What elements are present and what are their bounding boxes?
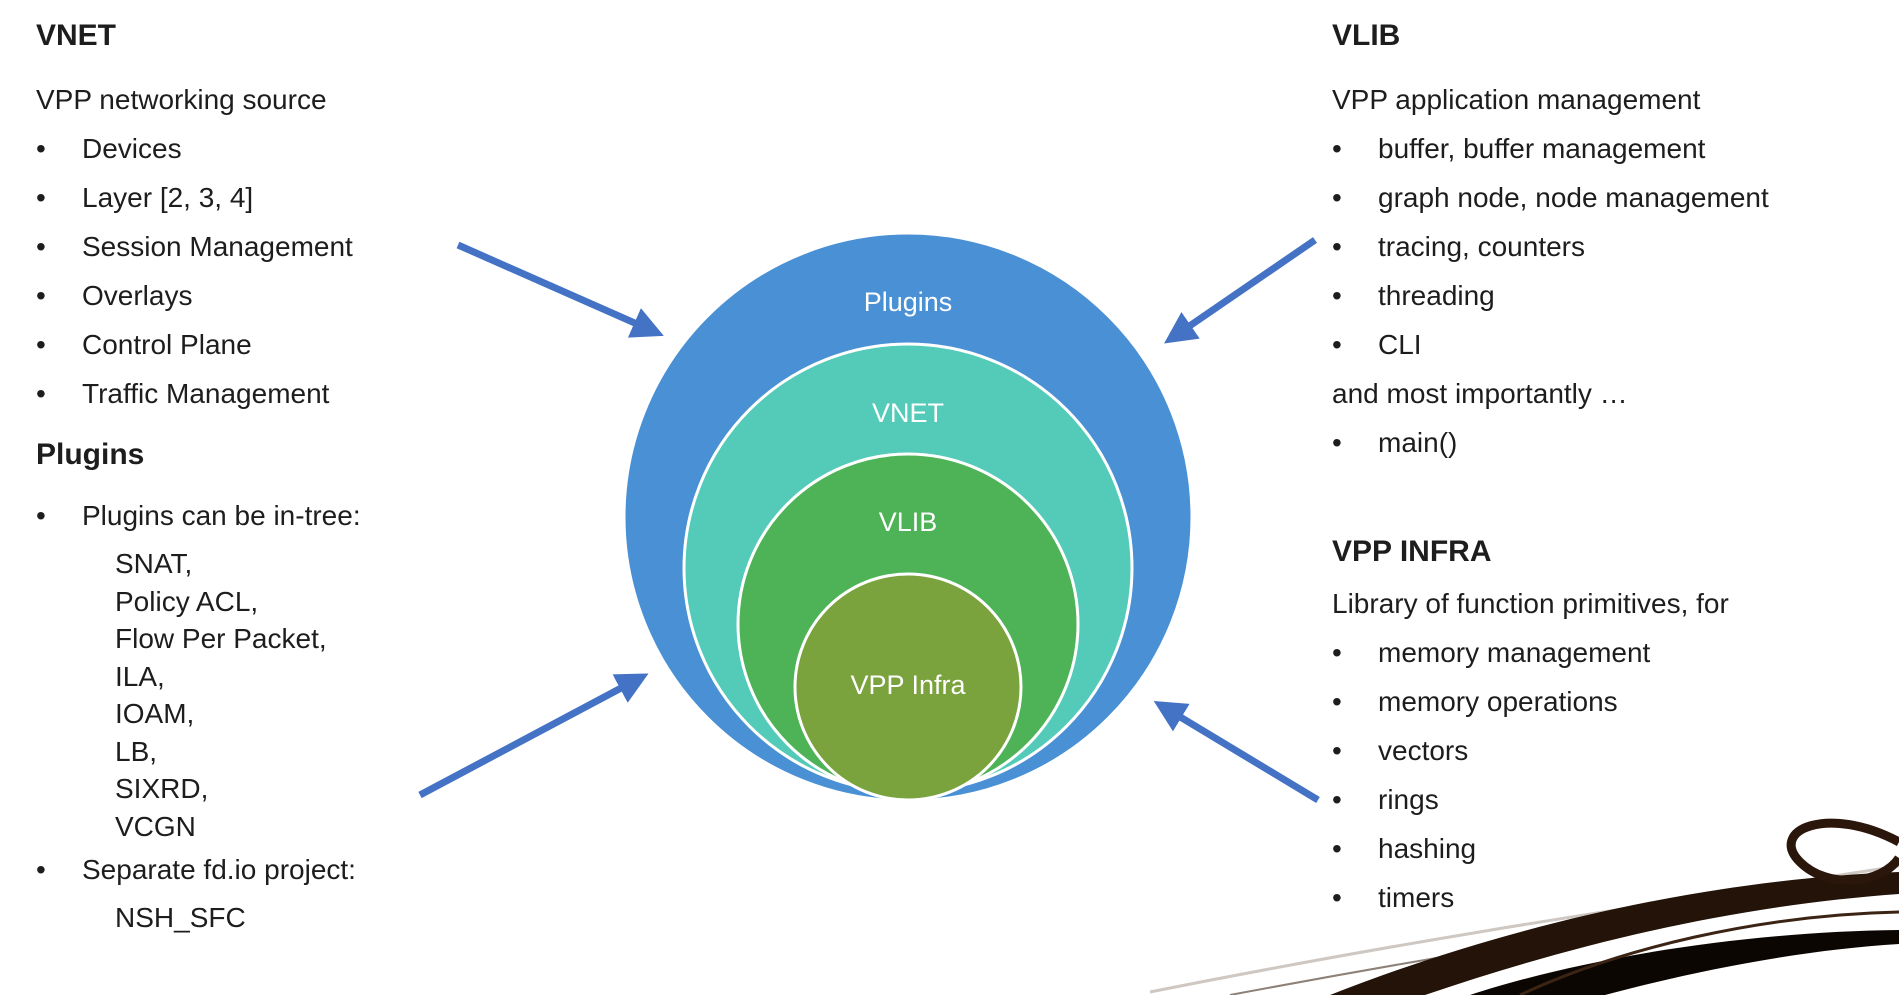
list-item: Control Plane	[36, 320, 556, 369]
list-item: LB,	[115, 735, 158, 767]
swirl-ribbon-black	[1470, 930, 1899, 995]
vlib-list: buffer, buffer management graph node, no…	[1332, 124, 1892, 369]
plugins-separate-bullet: Separate fd.io project:	[36, 845, 556, 894]
vlib-heading: VLIB	[1332, 19, 1401, 52]
vnet-heading: VNET	[36, 19, 117, 52]
list-item: NSH_SFC	[115, 902, 246, 933]
ring-label-vnet: VNET	[872, 398, 944, 428]
ring-label-vlib: VLIB	[879, 507, 938, 537]
ring-vpp-infra	[793, 572, 1023, 802]
ring-label-plugins: Plugins	[864, 287, 953, 317]
list-item-label: Overlays	[82, 280, 193, 311]
vppinfra-list: memory management memory operations vect…	[1332, 628, 1892, 922]
list-item: Session Management	[36, 222, 556, 271]
list-item: Layer [2, 3, 4]	[36, 173, 556, 222]
list-item: Plugins can be in-tree:	[36, 491, 556, 540]
arrow-vlib-text-to-circle	[1164, 237, 1317, 344]
list-item: SIXRD,	[115, 773, 209, 804]
list-item: memory operations	[1332, 677, 1892, 726]
list-item: hashing	[1332, 824, 1892, 873]
list-item-label: vectors	[1378, 735, 1469, 766]
list-item-label: Traffic Management	[82, 378, 330, 409]
list-item-label: Session Management	[82, 231, 353, 262]
list-item: rings	[1332, 775, 1892, 824]
list-item: ILA,	[115, 660, 165, 692]
right-column: VLIB VPP application management buffer, …	[1332, 14, 1892, 922]
plugins-heading: Plugins	[36, 438, 145, 471]
list-item-label: Control Plane	[82, 329, 252, 360]
list-item-label: rings	[1378, 784, 1439, 815]
list-item-label: CLI	[1378, 329, 1422, 360]
list-item: IOAM,	[115, 698, 195, 729]
list-item-label: Separate fd.io project:	[82, 854, 356, 885]
vlib-outro-list: main()	[1332, 418, 1892, 467]
list-item-label: graph node, node management	[1378, 182, 1769, 213]
list-item: graph node, node management	[1332, 173, 1892, 222]
list-item: SNAT,	[115, 548, 193, 579]
list-item-label: Plugins can be in-tree:	[82, 500, 361, 531]
plugins-intree-bullet: Plugins can be in-tree:	[36, 491, 556, 540]
list-item-label: tracing, counters	[1378, 231, 1585, 262]
ring-label-vpp-infra: VPP Infra	[850, 670, 966, 700]
plugins-intree-list: SNAT, Policy ACL, Flow Per Packet, ILA, …	[36, 545, 556, 845]
list-item-label: Layer [2, 3, 4]	[82, 182, 254, 213]
list-item: CLI	[1332, 320, 1892, 369]
arrow-vppinfra-text-to-circle	[1153, 701, 1320, 803]
list-item: buffer, buffer management	[1332, 124, 1892, 173]
list-item-label: Devices	[82, 133, 182, 164]
list-item-label: memory operations	[1378, 686, 1618, 717]
vnet-list: Devices Layer [2, 3, 4] Session Manageme…	[36, 124, 556, 418]
list-item: Devices	[36, 124, 556, 173]
list-item-label: memory management	[1378, 637, 1651, 668]
list-item-label: buffer, buffer management	[1378, 133, 1706, 164]
list-item-label: timers	[1378, 882, 1455, 913]
list-item-label: threading	[1378, 280, 1495, 311]
plugins-separate-list: NSH_SFC	[36, 899, 556, 937]
vlib-subtitle: VPP application management	[1332, 84, 1701, 115]
list-item: Flow Per Packet,	[115, 623, 327, 654]
vppinfra-heading: VPP INFRA	[1332, 535, 1492, 568]
list-item-label: hashing	[1378, 833, 1477, 864]
list-item: Overlays	[36, 271, 556, 320]
list-item: Traffic Management	[36, 369, 556, 418]
vlib-outro: and most importantly …	[1332, 378, 1628, 409]
list-item: main()	[1332, 418, 1892, 467]
list-item: VCGN	[115, 810, 196, 842]
vppinfra-subtitle: Library of function primitives, for	[1332, 588, 1729, 619]
list-item: Separate fd.io project:	[36, 845, 556, 894]
list-item: threading	[1332, 271, 1892, 320]
list-item-label: main()	[1378, 427, 1458, 458]
list-item: memory management	[1332, 628, 1892, 677]
list-item: timers	[1332, 873, 1892, 922]
list-item: tracing, counters	[1332, 222, 1892, 271]
vnet-subtitle: VPP networking source	[36, 84, 327, 115]
list-item: Policy ACL,	[115, 585, 259, 617]
list-item: vectors	[1332, 726, 1892, 775]
arrow-plugins-text-to-circle	[418, 673, 649, 799]
left-column: VNET VPP networking source Devices Layer…	[36, 14, 556, 937]
